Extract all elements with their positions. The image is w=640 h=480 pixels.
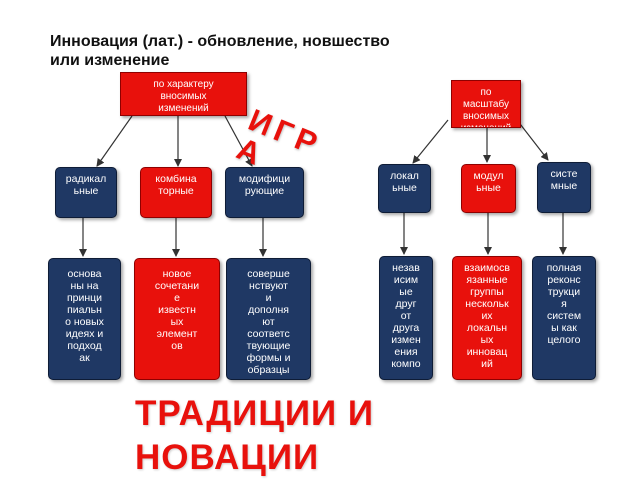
description-local: незав исим ые друг от друга измен ения к… bbox=[379, 256, 433, 380]
description-radical: основа ны на принци пиальн о новых идеях… bbox=[48, 258, 121, 380]
page-title: Инновация (лат.) - обновление, новшество… bbox=[50, 33, 390, 69]
description-system: полная реконс трукци я систем ы как цело… bbox=[532, 256, 596, 380]
category-system: систе мные bbox=[537, 162, 591, 213]
category-modular: модул ьные bbox=[461, 164, 516, 213]
category-modifying: модифици рующие bbox=[225, 167, 304, 218]
arrow-root-local bbox=[412, 119, 449, 164]
arrow-root-modifying bbox=[224, 115, 253, 167]
arrow-root-system bbox=[516, 119, 549, 161]
description-modular: взаимосв язанные группы нескольк их лока… bbox=[452, 256, 522, 380]
root-by-scale: по масштабу вносимых изменений bbox=[451, 80, 521, 128]
category-local: локал ьные bbox=[378, 164, 431, 213]
arrow-root-radical bbox=[96, 115, 133, 167]
category-combinatorial: комбина торные bbox=[140, 167, 212, 218]
category-radical: радикал ьные bbox=[55, 167, 117, 218]
description-combinatorial: новое сочетани е известн ых элемент ов bbox=[134, 258, 220, 380]
root-by-character: по характеру вносимых изменений bbox=[120, 72, 247, 116]
traditions-innovations-banner: ТРАДИЦИИ И НОВАЦИИ bbox=[135, 394, 375, 477]
description-modifying: соверше нствуют и дополня ют соответс тв… bbox=[226, 258, 311, 380]
